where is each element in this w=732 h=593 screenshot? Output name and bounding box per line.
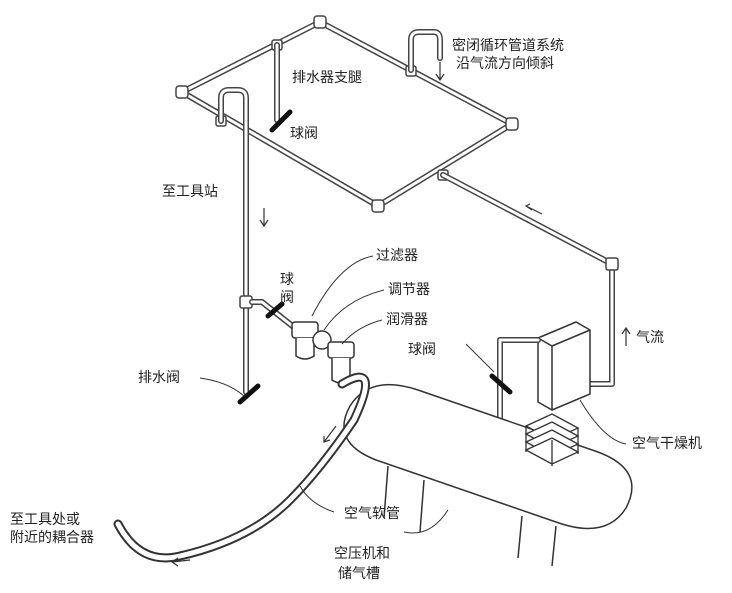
hose-flow-arrow-upper bbox=[323, 425, 337, 443]
hose-flow-arrow-lower bbox=[170, 557, 191, 567]
label-ball-valve-mid-1: 球 bbox=[280, 272, 294, 288]
label-lubricator: 润滑器 bbox=[386, 312, 428, 328]
loop-flow-arrow bbox=[524, 203, 543, 215]
label-drain-valve: 排水阀 bbox=[138, 370, 180, 386]
compressor-tank bbox=[343, 383, 633, 567]
air-hose bbox=[113, 372, 370, 563]
tool-station-drop bbox=[218, 87, 249, 305]
drain-leg bbox=[269, 42, 293, 133]
label-ball-valve-mid-2: 阀 bbox=[280, 290, 294, 306]
air-dryer bbox=[537, 321, 591, 411]
label-air-hose: 空气软管 bbox=[344, 506, 400, 522]
lubricator-body bbox=[327, 341, 355, 359]
label-coupler-1: 至工具处或 bbox=[10, 512, 80, 528]
label-to-tool-station: 至工具站 bbox=[162, 184, 218, 200]
label-closed-loop-1: 密闭循环管道系统 bbox=[452, 38, 564, 54]
label-air-dryer: 空气干燥机 bbox=[632, 436, 702, 452]
label-drain-leg: 排水器支腿 bbox=[292, 70, 362, 86]
dryer-riser bbox=[440, 172, 619, 387]
label-closed-loop-2: 沿气流方向倾斜 bbox=[456, 56, 554, 72]
leader-lines bbox=[199, 255, 627, 534]
label-ball-valve-right: 球阀 bbox=[408, 342, 436, 358]
down-flow-arrow bbox=[259, 208, 269, 228]
frl-branch bbox=[249, 299, 298, 331]
label-compressor-2: 储气槽 bbox=[338, 566, 380, 582]
compressor-head bbox=[524, 413, 580, 466]
label-compressor-1: 空压机和 bbox=[334, 546, 390, 562]
regulator-body bbox=[312, 330, 332, 350]
label-filter: 过滤器 bbox=[376, 248, 418, 264]
label-ball-valve-top: 球阀 bbox=[290, 126, 318, 142]
frl-unit bbox=[291, 321, 355, 384]
label-airflow: 气流 bbox=[636, 330, 664, 346]
label-coupler-2: 附近的耦合器 bbox=[10, 530, 94, 546]
inlet-gooseneck bbox=[408, 29, 443, 73]
drain-drop bbox=[237, 295, 261, 405]
tank-outlet bbox=[489, 337, 541, 433]
label-regulator: 调节器 bbox=[388, 282, 430, 298]
inlet-flow-arrow bbox=[435, 62, 445, 82]
airflow-up-arrow bbox=[621, 326, 631, 346]
